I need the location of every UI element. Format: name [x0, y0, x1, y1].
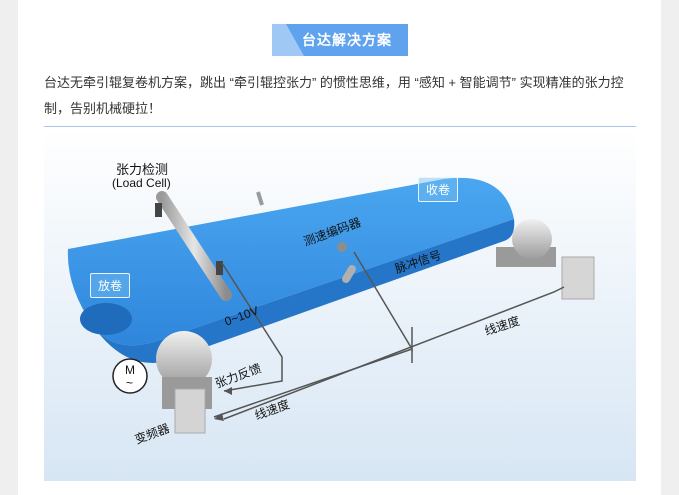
encoder-bracket — [342, 265, 356, 283]
conveyor-belt — [67, 177, 514, 346]
load-cell-sensor-1 — [155, 203, 162, 217]
diagram-canvas — [44, 127, 636, 481]
unwind-motor-drum — [156, 331, 212, 387]
section-title: 台达解决方案 — [302, 32, 392, 48]
line-speed-wire-2 — [223, 286, 565, 420]
motor-tilde-label: ~ — [126, 376, 134, 390]
title-tag-shape — [272, 24, 408, 56]
line-speed-wire-1 — [213, 348, 413, 418]
rewind-inverter-box — [561, 256, 595, 300]
rewind-tag: 收卷 — [418, 177, 459, 202]
rewind-motor-drum — [512, 219, 552, 259]
unwind-roll — [80, 303, 132, 335]
tension-feedback-wire — [221, 262, 283, 392]
belt-underside — [94, 219, 515, 363]
load-cell-label: (Load Cell) — [112, 176, 171, 190]
load-cell-sensor-2 — [216, 261, 223, 275]
load-cell-roller — [156, 191, 232, 301]
rewinder-diagram: 张力检测 (Load Cell) 收卷 放卷 测速编码器 脉冲信号 0~10V … — [44, 127, 636, 481]
section-title-tag: 台达解决方案 — [272, 24, 408, 56]
guide-post-1 — [256, 191, 264, 206]
motor-symbol — [112, 358, 148, 394]
intro-paragraph: 台达无牵引辊复卷机方案，跳出 “牵引辊控张力” 的惯性思维，用 “感知 + 智能… — [44, 75, 624, 116]
tension-detect-label: 张力检测 — [116, 162, 169, 177]
unwind-tag: 放卷 — [90, 273, 131, 298]
feedback-arrow — [224, 387, 232, 395]
encoder-wheel — [337, 242, 347, 252]
line-speed-arrow — [214, 413, 224, 421]
divider — [44, 126, 636, 127]
motor-m-label: M — [125, 363, 135, 377]
unwind-inverter-box — [174, 388, 206, 434]
